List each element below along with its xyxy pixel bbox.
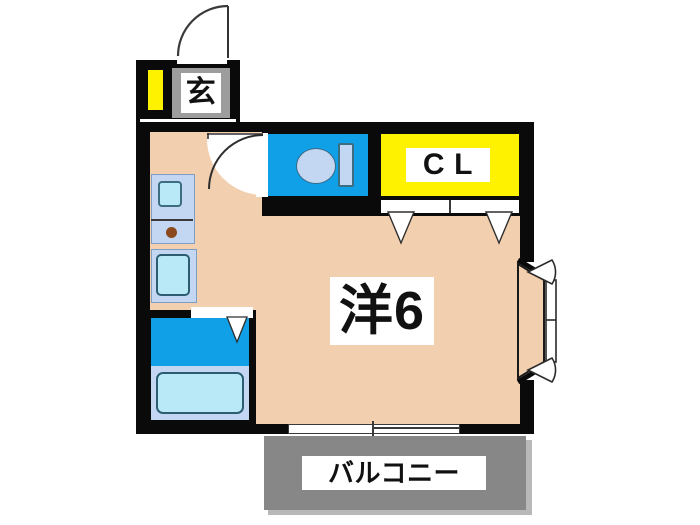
balcony-bottom-shadow bbox=[268, 510, 532, 515]
bay-window-icon bbox=[516, 257, 557, 385]
exterior-wall-right-lower bbox=[520, 380, 534, 434]
entrance-door-opening bbox=[177, 56, 227, 64]
balcony-door-mullion bbox=[372, 421, 374, 437]
balcony-sliding-door bbox=[288, 424, 460, 434]
unit-bath-door-opening bbox=[191, 307, 253, 318]
western-room-label: 洋6 bbox=[330, 277, 434, 345]
closet-door-divider bbox=[449, 200, 451, 213]
entrance-label: 玄 bbox=[181, 73, 221, 113]
closet-label: C L bbox=[406, 148, 490, 182]
balcony-edge-shadow bbox=[526, 440, 532, 514]
bath-tub-icon bbox=[156, 372, 244, 414]
toilet-bowl-icon bbox=[296, 148, 336, 184]
stove-burner-icon bbox=[158, 181, 182, 207]
stove-knob-icon bbox=[166, 227, 177, 238]
entrance-door-swing-icon bbox=[176, 4, 229, 58]
balcony-label: バルコニー bbox=[302, 456, 486, 490]
toilet-tank-icon bbox=[338, 143, 354, 187]
balcony-door-track bbox=[374, 427, 460, 429]
closet-door-open-indicator-right bbox=[484, 211, 514, 245]
closet-door-open-indicator-left bbox=[386, 211, 416, 245]
toilet-door-swing-icon bbox=[207, 133, 264, 195]
unit-bath-door-open-indicator bbox=[226, 316, 248, 344]
kitchen-sink-basin-icon bbox=[156, 254, 190, 296]
stove-divider bbox=[151, 219, 193, 221]
shoe-cabinet-fixture bbox=[148, 70, 163, 110]
exterior-wall-top-left bbox=[136, 122, 262, 132]
